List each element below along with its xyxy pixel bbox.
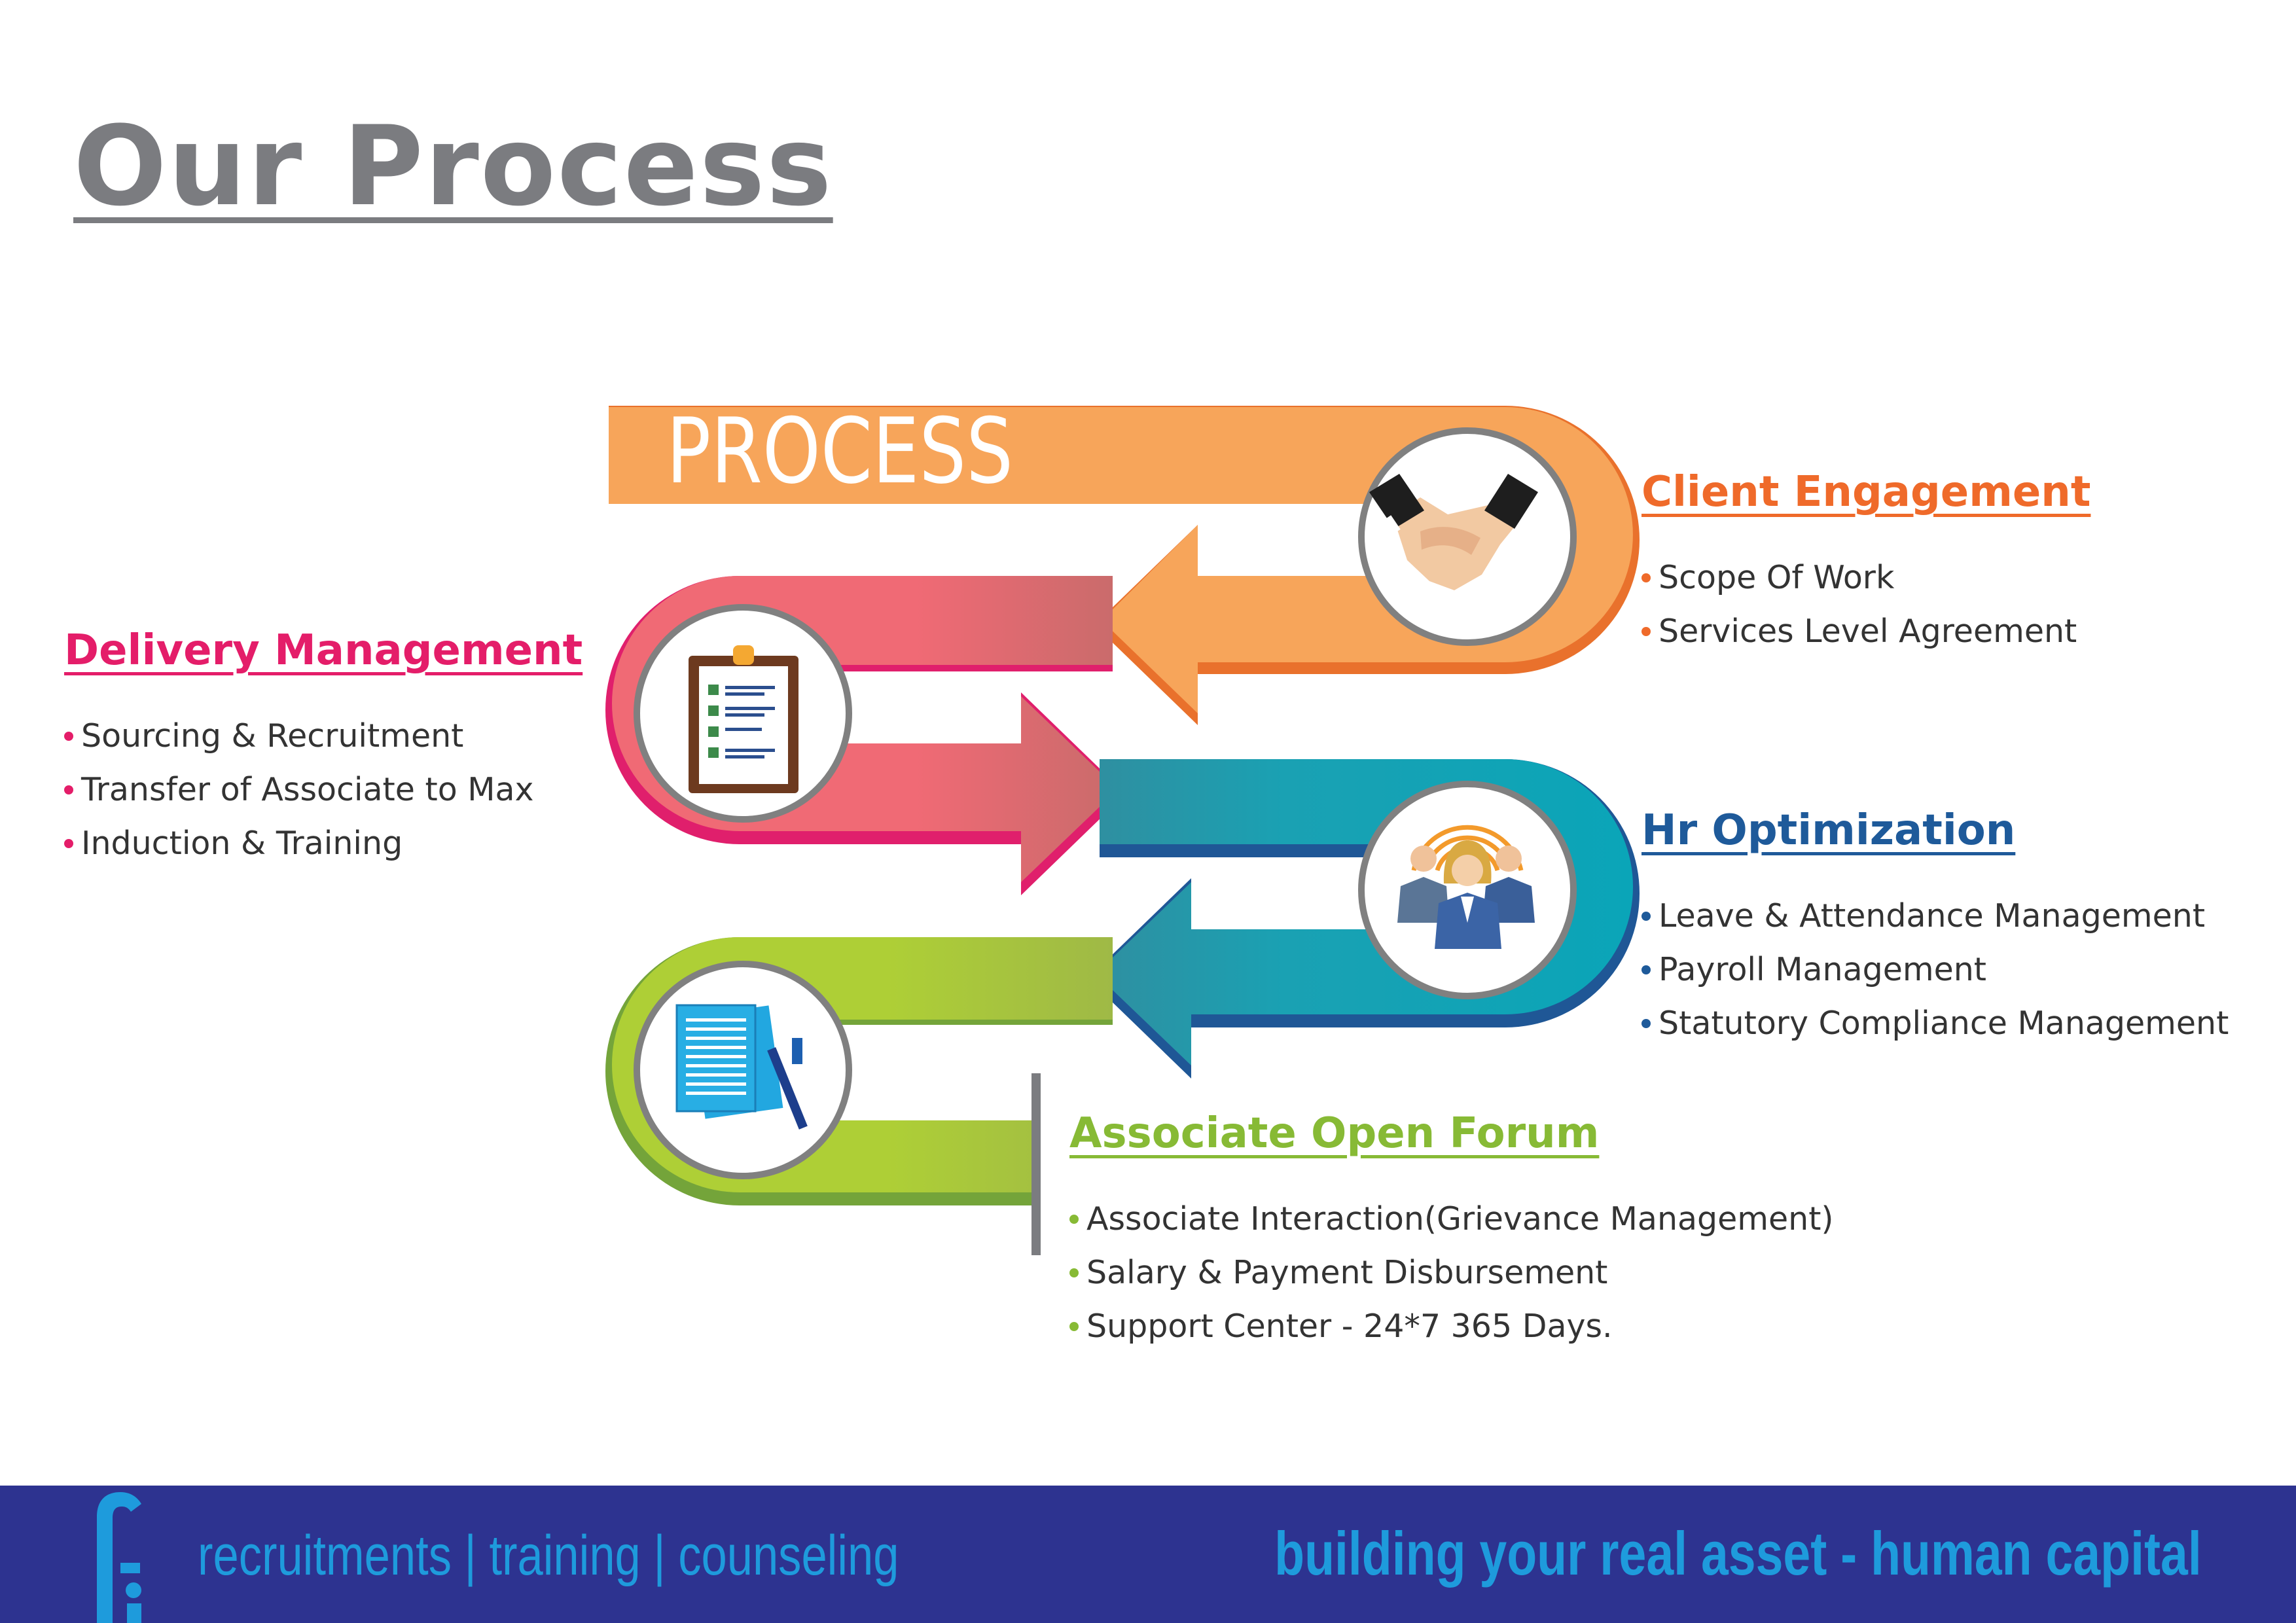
- bullet-icon: [1069, 1268, 1079, 1277]
- bullet-icon: [1641, 965, 1651, 974]
- associate-open-forum-section: Associate Open Forum Associate Interacti…: [1069, 1113, 1834, 1353]
- hr-optimization-heading: Hr Optimization: [1641, 806, 2016, 855]
- bullet-icon: [1069, 1322, 1079, 1331]
- client-engagement-section: Client Engagement Scope Of Work Services…: [1641, 471, 2090, 658]
- bullet-icon: [64, 839, 73, 848]
- bullet-icon: [1069, 1215, 1079, 1224]
- list-item: Leave & Attendance Management: [1641, 889, 2229, 943]
- list-item: Induction & Training: [64, 817, 583, 870]
- list-item: Scope Of Work: [1641, 551, 2090, 605]
- footer-services-text: recruitments | training | counseling: [198, 1524, 899, 1587]
- banner-label: PROCESS: [666, 399, 1013, 504]
- company-logo-icon: [97, 1492, 141, 1623]
- clipboard-icon: [634, 604, 852, 823]
- bullet-icon: [64, 785, 73, 794]
- documents-pen-icon: [634, 961, 852, 1179]
- list-item: Services Level Agreement: [1641, 605, 2090, 658]
- associate-open-forum-heading: Associate Open Forum: [1069, 1109, 1600, 1158]
- list-item: Sourcing & Recruitment: [64, 709, 583, 763]
- bullet-icon: [64, 732, 73, 741]
- forum-divider: [1031, 1073, 1041, 1255]
- bullet-icon: [1641, 1019, 1651, 1028]
- bullet-icon: [1641, 573, 1651, 582]
- delivery-management-heading: Delivery Management: [64, 626, 583, 675]
- page-title: Our Process: [73, 102, 833, 230]
- team-icon: [1358, 781, 1577, 999]
- delivery-management-list: Sourcing & Recruitment Transfer of Assoc…: [64, 709, 583, 870]
- list-item: Payroll Management: [1641, 943, 2229, 997]
- footer-bar: recruitments | training | counseling bui…: [0, 1486, 2296, 1623]
- list-item: Associate Interaction(Grievance Manageme…: [1069, 1192, 1834, 1246]
- hr-optimization-list: Leave & Attendance Management Payroll Ma…: [1641, 889, 2229, 1050]
- bullet-icon: [1641, 627, 1651, 636]
- hr-optimization-section: Hr Optimization Leave & Attendance Manag…: [1641, 810, 2229, 1050]
- list-item: Transfer of Associate to Max: [64, 763, 583, 817]
- associate-open-forum-list: Associate Interaction(Grievance Manageme…: [1069, 1192, 1834, 1353]
- list-item: Support Center - 24*7 365 Days.: [1069, 1300, 1834, 1353]
- handshake-icon: [1358, 427, 1577, 646]
- delivery-management-section: Delivery Management Sourcing & Recruitme…: [64, 630, 583, 870]
- process-diagram: PROCESS: [605, 399, 1640, 1255]
- list-item: Salary & Payment Disbursement: [1069, 1246, 1834, 1300]
- footer-tagline: building your real asset - human capital: [1274, 1519, 2202, 1588]
- client-engagement-heading: Client Engagement: [1641, 468, 2091, 516]
- list-item: Statutory Compliance Management: [1641, 997, 2229, 1050]
- client-engagement-list: Scope Of Work Services Level Agreement: [1641, 551, 2090, 658]
- bullet-icon: [1641, 912, 1651, 921]
